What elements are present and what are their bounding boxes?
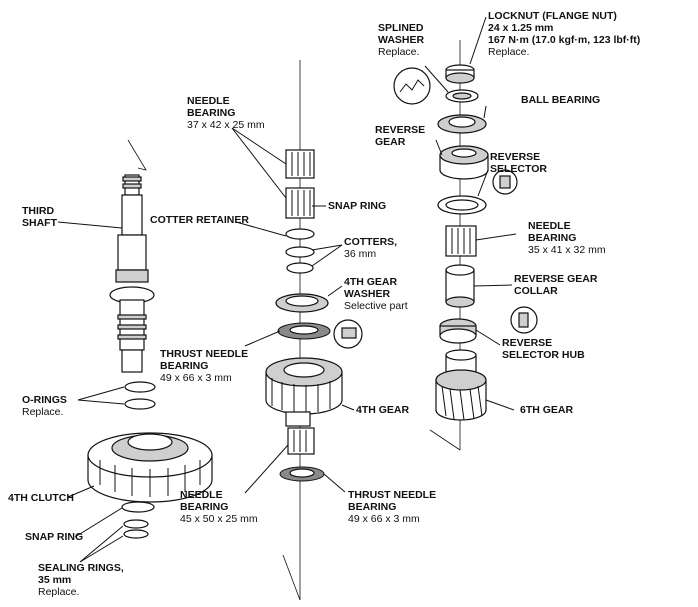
label-needle-bearing-right: NEEDLE BEARING 35 x 41 x 32 mm bbox=[528, 220, 606, 256]
splined-washer-note: Replace. bbox=[378, 46, 420, 58]
splined-washer-line2: WASHER bbox=[378, 34, 425, 46]
label-needle-bearing-bottom: NEEDLE BEARING 45 x 50 x 25 mm bbox=[180, 489, 258, 525]
sealing-rings-line2: 35 mm bbox=[38, 574, 72, 586]
thrust-needle-bottom-line2: BEARING bbox=[348, 501, 397, 513]
cotter-retainer-title: COTTER RETAINER bbox=[150, 214, 249, 226]
label-fourth-clutch: 4TH CLUTCH bbox=[8, 492, 74, 504]
reverse-selector-hub-line1: REVERSE bbox=[502, 337, 553, 349]
o-rings-part bbox=[124, 381, 156, 410]
label-sixth-gear: 6TH GEAR bbox=[520, 404, 573, 416]
cotters-size: 36 mm bbox=[344, 248, 377, 260]
label-fourth-gear-washer: 4TH GEAR WASHER Selective part bbox=[344, 276, 408, 312]
needle-bearing-right-line2: BEARING bbox=[528, 232, 577, 244]
third-shaft-line2: SHAFT bbox=[22, 217, 57, 229]
label-snap-ring-mid: SNAP RING bbox=[328, 200, 386, 212]
splined-washer-line1: SPLINED bbox=[378, 22, 424, 34]
needle-bearing-right-line1: NEEDLE bbox=[528, 220, 571, 232]
o-rings-title: O-RINGS bbox=[22, 394, 67, 406]
locknut-line2: 24 x 1.25 mm bbox=[488, 22, 554, 34]
locknut-line3: 167 N·m (17.0 kgf·m, 123 lbf·ft) bbox=[488, 34, 641, 46]
needle-bearing-top-part bbox=[285, 149, 315, 219]
thrust-needle-bottom-size: 49 x 66 x 3 mm bbox=[348, 513, 420, 525]
third-shaft-line1: THIRD bbox=[22, 205, 55, 217]
snap-ring-left-title: SNAP RING bbox=[25, 531, 84, 543]
label-reverse-gear-collar: REVERSE GEAR COLLAR bbox=[514, 273, 597, 297]
thrust-needle-top-line1: THRUST NEEDLE bbox=[160, 348, 249, 360]
thrust-needle-top-part bbox=[277, 322, 331, 340]
thrust-needle-top-line2: BEARING bbox=[160, 360, 209, 372]
sealing-rings-line1: SEALING RINGS, bbox=[38, 562, 124, 574]
thrust-needle-bottom-line1: THRUST NEEDLE bbox=[348, 489, 437, 501]
needle-bearing-bottom-line2: BEARING bbox=[180, 501, 229, 513]
label-ball-bearing: BALL BEARING bbox=[521, 94, 600, 106]
thrust-needle-bottom-part bbox=[279, 466, 325, 482]
label-needle-bearing-top: NEEDLE BEARING 37 x 42 x 25 mm bbox=[187, 95, 265, 131]
reverse-selector-line2: SELECTOR bbox=[490, 163, 547, 175]
fourth-gear-washer-part bbox=[275, 293, 363, 349]
label-splined-washer: SPLINED WASHER Replace. bbox=[378, 22, 424, 58]
reverse-selector-line1: REVERSE bbox=[490, 151, 541, 163]
needle-bearing-right-size: 35 x 41 x 32 mm bbox=[528, 244, 606, 256]
label-o-rings: O-RINGS Replace. bbox=[22, 394, 67, 418]
reverse-gear-collar-line2: COLLAR bbox=[514, 285, 558, 297]
label-thrust-needle-bottom: THRUST NEEDLE BEARING 49 x 66 x 3 mm bbox=[348, 489, 436, 525]
reverse-selector-hub-part bbox=[439, 306, 538, 344]
o-rings-note: Replace. bbox=[22, 406, 64, 418]
reverse-gear-collar-part bbox=[445, 264, 475, 308]
fourth-clutch-title: 4TH CLUTCH bbox=[8, 492, 74, 504]
ball-bearing-part bbox=[437, 114, 487, 134]
label-reverse-selector: REVERSE SELECTOR bbox=[490, 151, 547, 175]
cotter-and-snap-ring-parts bbox=[285, 228, 315, 274]
label-cotter-retainer: COTTER RETAINER bbox=[150, 214, 249, 226]
needle-bearing-top-size: 37 x 42 x 25 mm bbox=[187, 119, 265, 131]
label-locknut: LOCKNUT (FLANGE NUT) 24 x 1.25 mm 167 N·… bbox=[488, 10, 640, 58]
locknut-line1: LOCKNUT (FLANGE NUT) bbox=[488, 10, 617, 22]
needle-bearing-right-part bbox=[445, 225, 477, 257]
label-reverse-gear: REVERSE GEAR bbox=[375, 124, 425, 148]
fourth-gear-title: 4TH GEAR bbox=[356, 404, 410, 416]
locknut-note: Replace. bbox=[488, 46, 530, 58]
reverse-gear-part bbox=[439, 145, 489, 180]
label-third-shaft: THIRD SHAFT bbox=[22, 205, 57, 229]
fourth-gear-washer-note: Selective part bbox=[344, 300, 408, 312]
splined-washer-part bbox=[393, 67, 479, 105]
label-sealing-rings: SEALING RINGS, 35 mm Replace. bbox=[38, 562, 124, 598]
needle-bearing-bottom-line1: NEEDLE bbox=[180, 489, 223, 501]
reverse-selector-part bbox=[437, 169, 518, 215]
fourth-gear-part bbox=[265, 357, 343, 427]
needle-bearing-bottom-size: 45 x 50 x 25 mm bbox=[180, 513, 258, 525]
sixth-gear-part bbox=[435, 349, 487, 421]
sixth-gear-title: 6TH GEAR bbox=[520, 404, 574, 416]
ball-bearing-title: BALL BEARING bbox=[521, 94, 601, 106]
cotters-title: COTTERS, bbox=[344, 236, 398, 248]
label-cotters: COTTERS, 36 mm bbox=[344, 236, 397, 260]
needle-bearing-top-line2: BEARING bbox=[187, 107, 236, 119]
reverse-gear-collar-line1: REVERSE GEAR bbox=[514, 273, 598, 285]
fourth-gear-washer-line2: WASHER bbox=[344, 288, 391, 300]
label-reverse-selector-hub: REVERSE SELECTOR HUB bbox=[502, 337, 585, 361]
reverse-selector-hub-line2: SELECTOR HUB bbox=[502, 349, 585, 361]
label-snap-ring-left: SNAP RING bbox=[25, 531, 83, 543]
locknut-part bbox=[445, 64, 475, 84]
label-fourth-gear: 4TH GEAR bbox=[356, 404, 409, 416]
fourth-gear-washer-line1: 4TH GEAR bbox=[344, 276, 398, 288]
needle-bearing-top-line1: NEEDLE bbox=[187, 95, 230, 107]
leader-lines bbox=[57, 16, 517, 563]
thrust-needle-top-size: 49 x 66 x 3 mm bbox=[160, 372, 232, 384]
fourth-clutch-part bbox=[87, 432, 213, 503]
third-shaft-part bbox=[109, 174, 155, 373]
left-small-rings bbox=[121, 501, 155, 539]
needle-bearing-bottom-part bbox=[287, 427, 315, 455]
reverse-gear-line1: REVERSE bbox=[375, 124, 426, 136]
reverse-gear-line2: GEAR bbox=[375, 136, 406, 148]
label-thrust-needle-top: THRUST NEEDLE BEARING 49 x 66 x 3 mm bbox=[160, 348, 248, 384]
snap-ring-mid-title: SNAP RING bbox=[328, 200, 387, 212]
sealing-rings-note: Replace. bbox=[38, 586, 80, 598]
